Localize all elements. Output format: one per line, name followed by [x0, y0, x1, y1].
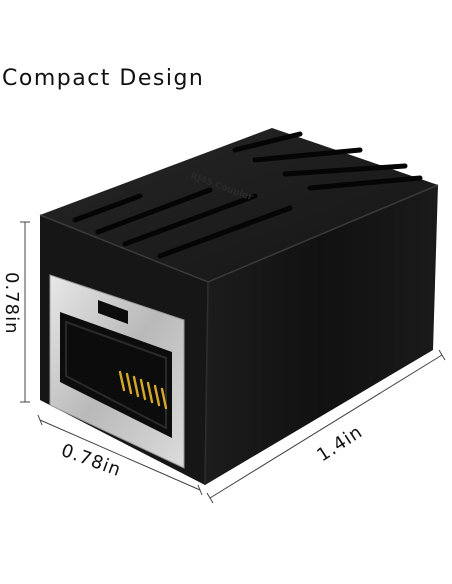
- port-opening: [60, 312, 172, 438]
- coupler-side-face: [205, 185, 438, 485]
- height-dimension-label: 0.78in: [1, 272, 22, 335]
- port-pins: [118, 370, 168, 410]
- length-dimension-label: 1.4in: [313, 421, 366, 466]
- coupler-top-face: [40, 128, 438, 282]
- width-dimension-label: 0.78in: [58, 440, 124, 481]
- page-title: Compact Design: [2, 66, 205, 91]
- dimension-lines: [20, 221, 446, 504]
- top-grooves: [72, 131, 423, 259]
